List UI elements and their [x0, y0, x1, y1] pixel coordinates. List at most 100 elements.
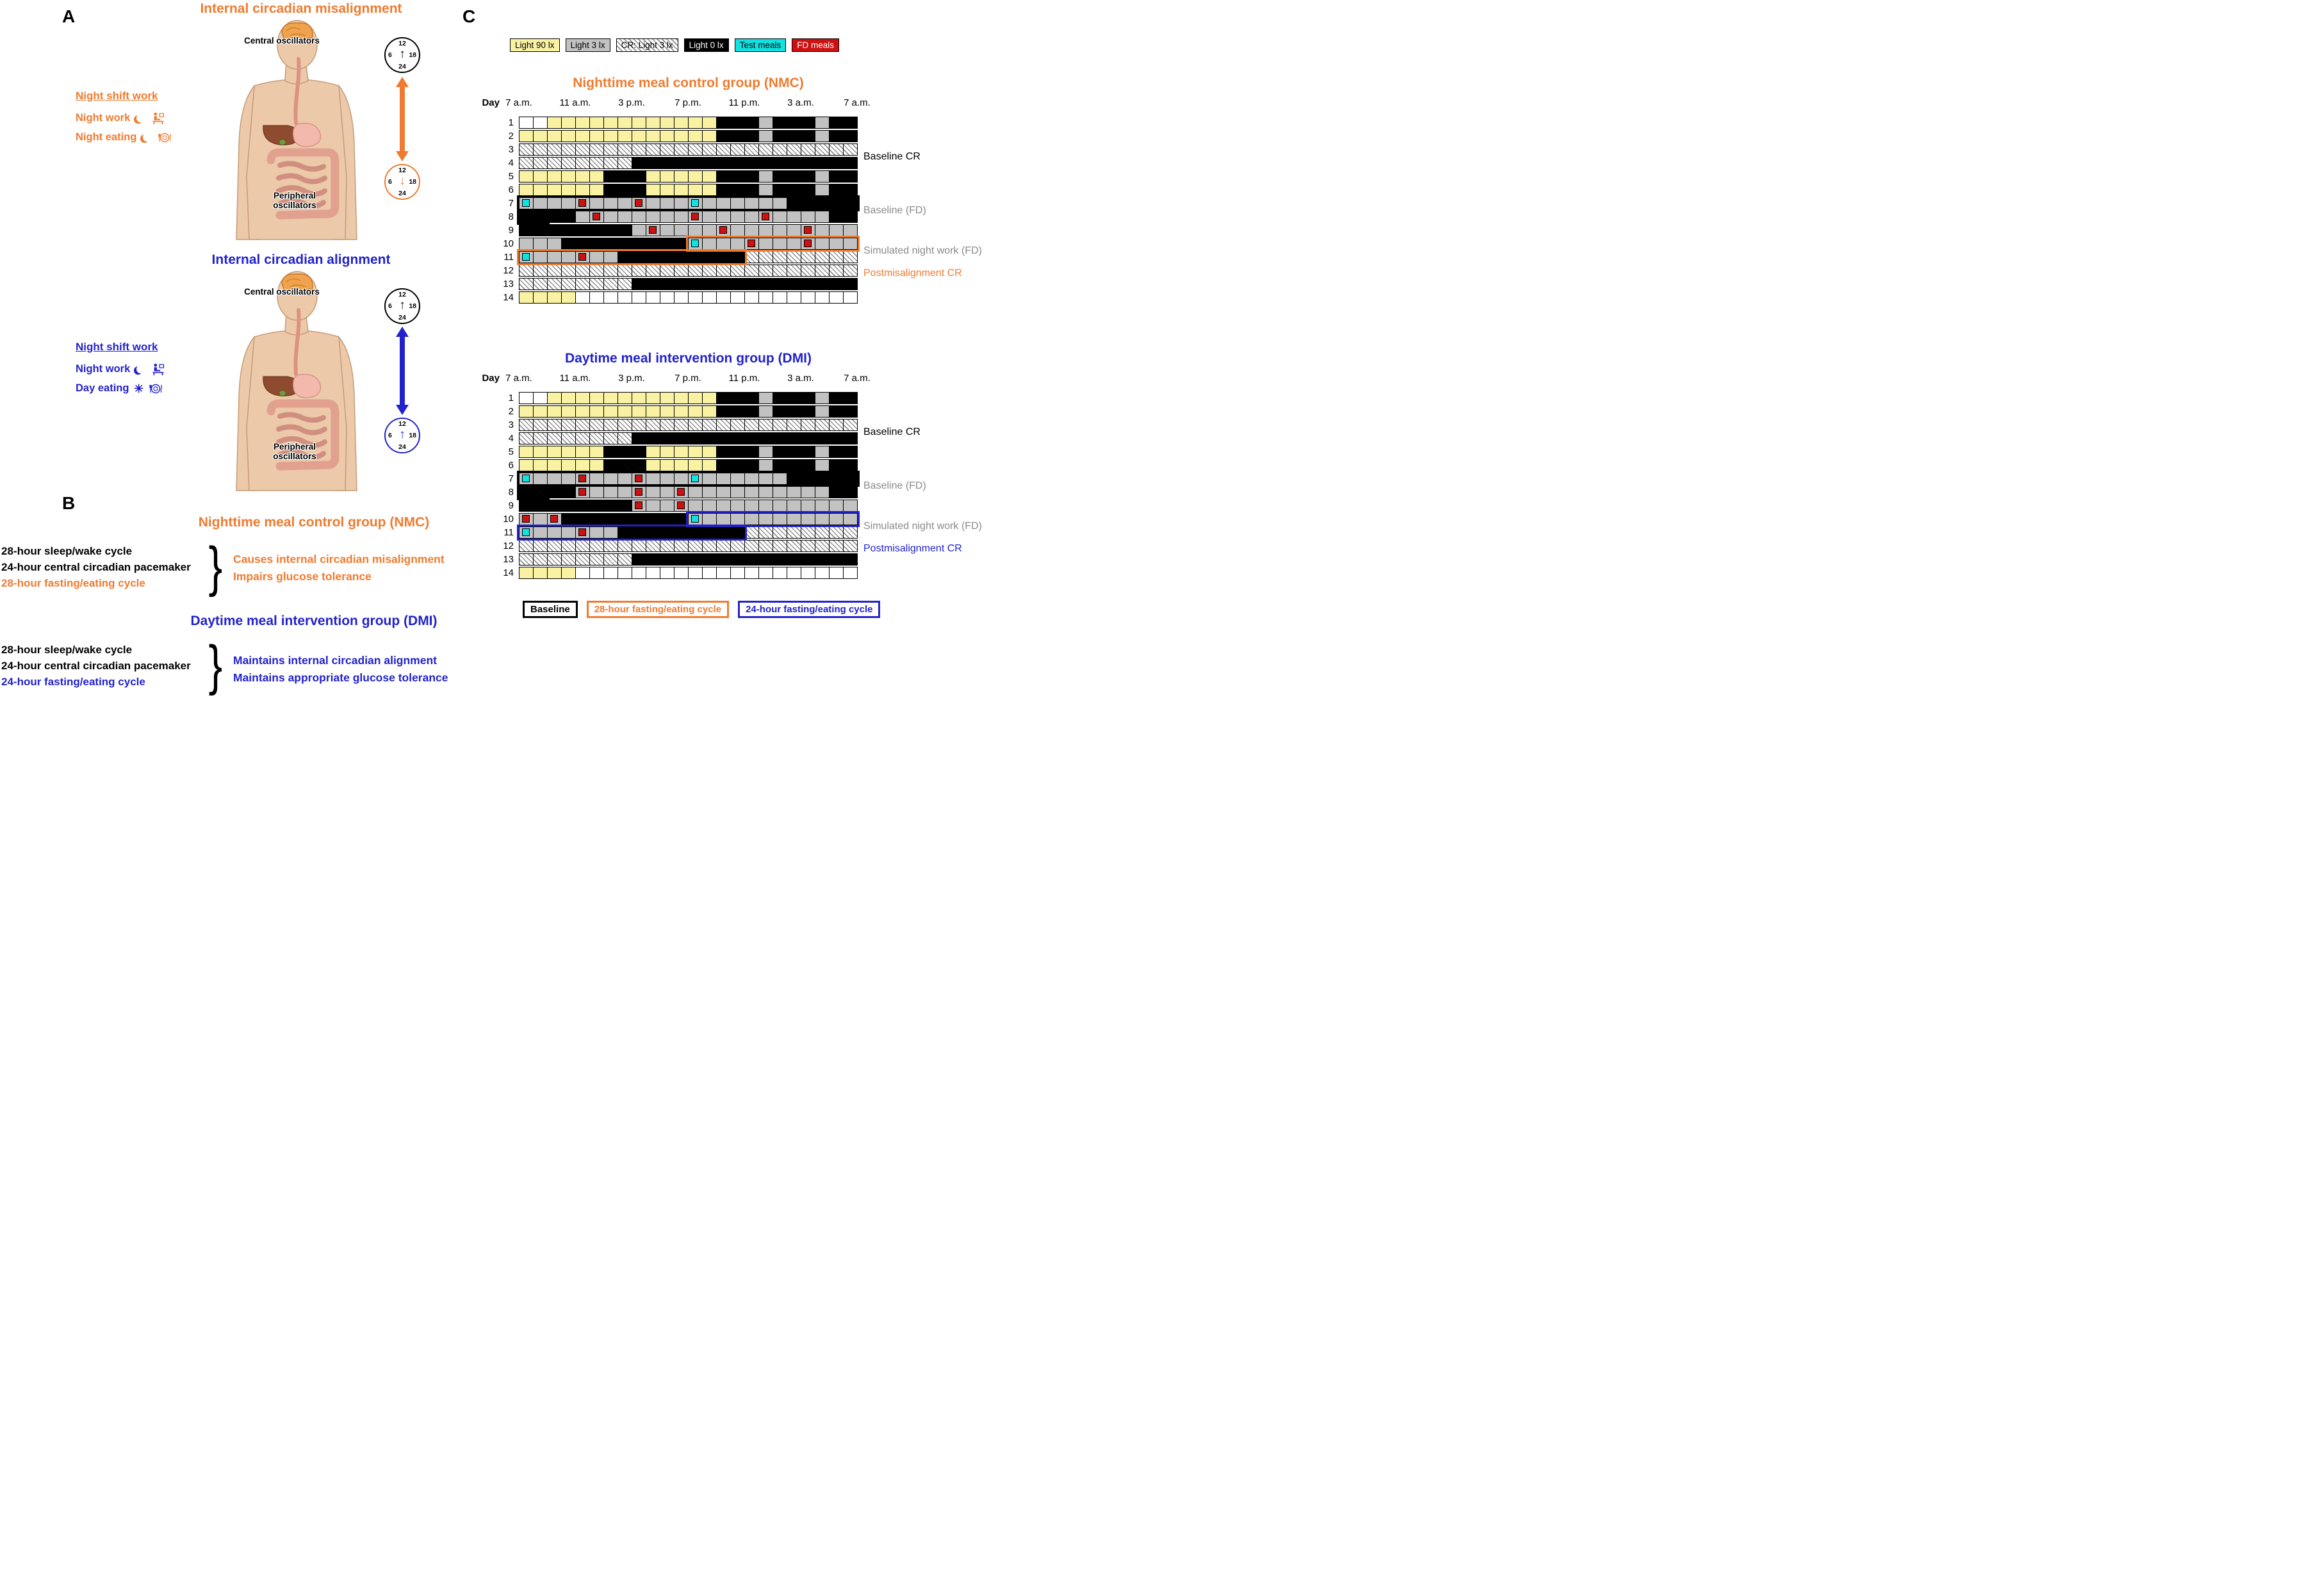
protocol-cell: [575, 446, 590, 458]
day-number: 2: [508, 131, 514, 142]
protocol-cell: [547, 130, 562, 142]
protocol-cell: [829, 224, 844, 236]
protocol-cell: [575, 500, 590, 512]
protocol-cell: [589, 117, 604, 129]
protocol-cell: [829, 278, 844, 290]
protocol-cell: [716, 184, 731, 196]
protocol-cell: [702, 459, 717, 471]
time-tick-label: 7 p.m.: [675, 97, 701, 108]
protocol-cell: [801, 211, 815, 223]
gallbladder-graphic: [279, 139, 286, 145]
protocol-cell: [801, 184, 815, 196]
test-meal-marker: [522, 528, 530, 536]
protocol-cell: [773, 513, 787, 525]
protocol-cell: [519, 238, 534, 250]
protocol-cell: [646, 157, 660, 169]
protocol-cell: [617, 130, 632, 142]
protocol-cell: [773, 540, 787, 552]
protocol-cell: [519, 170, 534, 183]
protocol-cell: [730, 459, 745, 471]
dmi-chart-title: Daytime meal intervention group (DMI): [564, 351, 812, 366]
central-clock-misaligned: 12 6 18 24 ↑: [384, 37, 420, 73]
protocol-cell: [632, 526, 646, 539]
day-number: 5: [508, 446, 514, 457]
protocol-cell: [646, 513, 660, 525]
protocol-cell: [561, 419, 576, 431]
protocol-cell: [674, 143, 689, 156]
protocol-cell: [674, 473, 689, 485]
protocol-cell: [730, 251, 745, 263]
protocol-cell: [547, 392, 562, 404]
protocol-cell: [519, 446, 534, 458]
protocol-cell: [801, 432, 815, 444]
protocol-cell: [519, 130, 534, 142]
protocol-cell: [547, 540, 562, 552]
protocol-cell: [716, 117, 731, 129]
protocol-cell: [674, 513, 689, 525]
protocol-cell: [843, 130, 858, 142]
protocol-cell: [632, 459, 646, 471]
protocol-cell: [829, 432, 844, 444]
phase-label-baseline-fd: Baseline (FD): [863, 205, 926, 216]
protocol-cell: [815, 500, 830, 512]
moon-icon: [143, 133, 152, 142]
protocol-cell: [843, 278, 858, 290]
protocol-cell: [843, 459, 858, 471]
stomach-graphic: [293, 373, 322, 398]
protocol-cell: [603, 224, 618, 236]
protocol-cell: [843, 405, 858, 418]
protocol-cell: [730, 197, 745, 209]
nmc-brace: }: [208, 536, 223, 598]
protocol-cell: [773, 392, 787, 404]
protocol-cell: [646, 540, 660, 552]
protocol-cell: [744, 486, 759, 498]
protocol-cell: [575, 265, 590, 277]
protocol-cell: [801, 567, 815, 579]
protocol-cell: [533, 553, 548, 566]
test-meal-marker: [691, 199, 699, 207]
protocol-cell: [561, 473, 576, 485]
protocol-cell: [773, 432, 787, 444]
dmi-line-pacemaker: 24-hour central circadian pacemaker: [1, 660, 191, 672]
clock-18: 18: [409, 51, 416, 59]
protocol-cell: [702, 130, 717, 142]
protocol-cell: [801, 553, 815, 566]
protocol-cell: [603, 184, 618, 196]
protocol-cell: [702, 157, 717, 169]
protocol-cell: [575, 143, 590, 156]
protocol-cell: [815, 238, 830, 250]
protocol-cell: [787, 278, 801, 290]
protocol-cell: [617, 446, 632, 458]
protocol-cell: [843, 392, 858, 404]
protocol-cell: [787, 251, 801, 263]
protocol-cell: [617, 184, 632, 196]
protocol-cell: [632, 392, 646, 404]
protocol-cell: [688, 486, 703, 498]
protocol-cell: [702, 143, 717, 156]
protocol-cell: [744, 197, 759, 209]
protocol-cell: [829, 446, 844, 458]
protocol-cell: [632, 130, 646, 142]
protocol-cell: [603, 157, 618, 169]
protocol-cell: [519, 224, 534, 236]
protocol-cell: [589, 500, 604, 512]
day-number: 11: [503, 252, 514, 263]
protocol-cell: [716, 432, 731, 444]
stomach-graphic: [293, 122, 322, 147]
protocol-cell: [589, 486, 604, 498]
protocol-cell: [561, 184, 576, 196]
human-body-illustration-misalignment: Central oscillators Peripheral oscillato…: [221, 17, 368, 242]
phase-label-simulated-night-work: Simulated night work (FD): [863, 521, 982, 532]
protocol-cell: [787, 419, 801, 431]
protocol-cell: [702, 184, 717, 196]
protocol-cell: [716, 265, 731, 277]
protocol-cell: [674, 446, 689, 458]
protocol-cell: [646, 143, 660, 156]
protocol-cell: [617, 486, 632, 498]
protocol-cell: [829, 170, 844, 183]
protocol-cell: [744, 526, 759, 539]
test-meal-marker: [691, 240, 699, 247]
day-number: 3: [508, 419, 514, 430]
protocol-cell: [829, 473, 844, 485]
